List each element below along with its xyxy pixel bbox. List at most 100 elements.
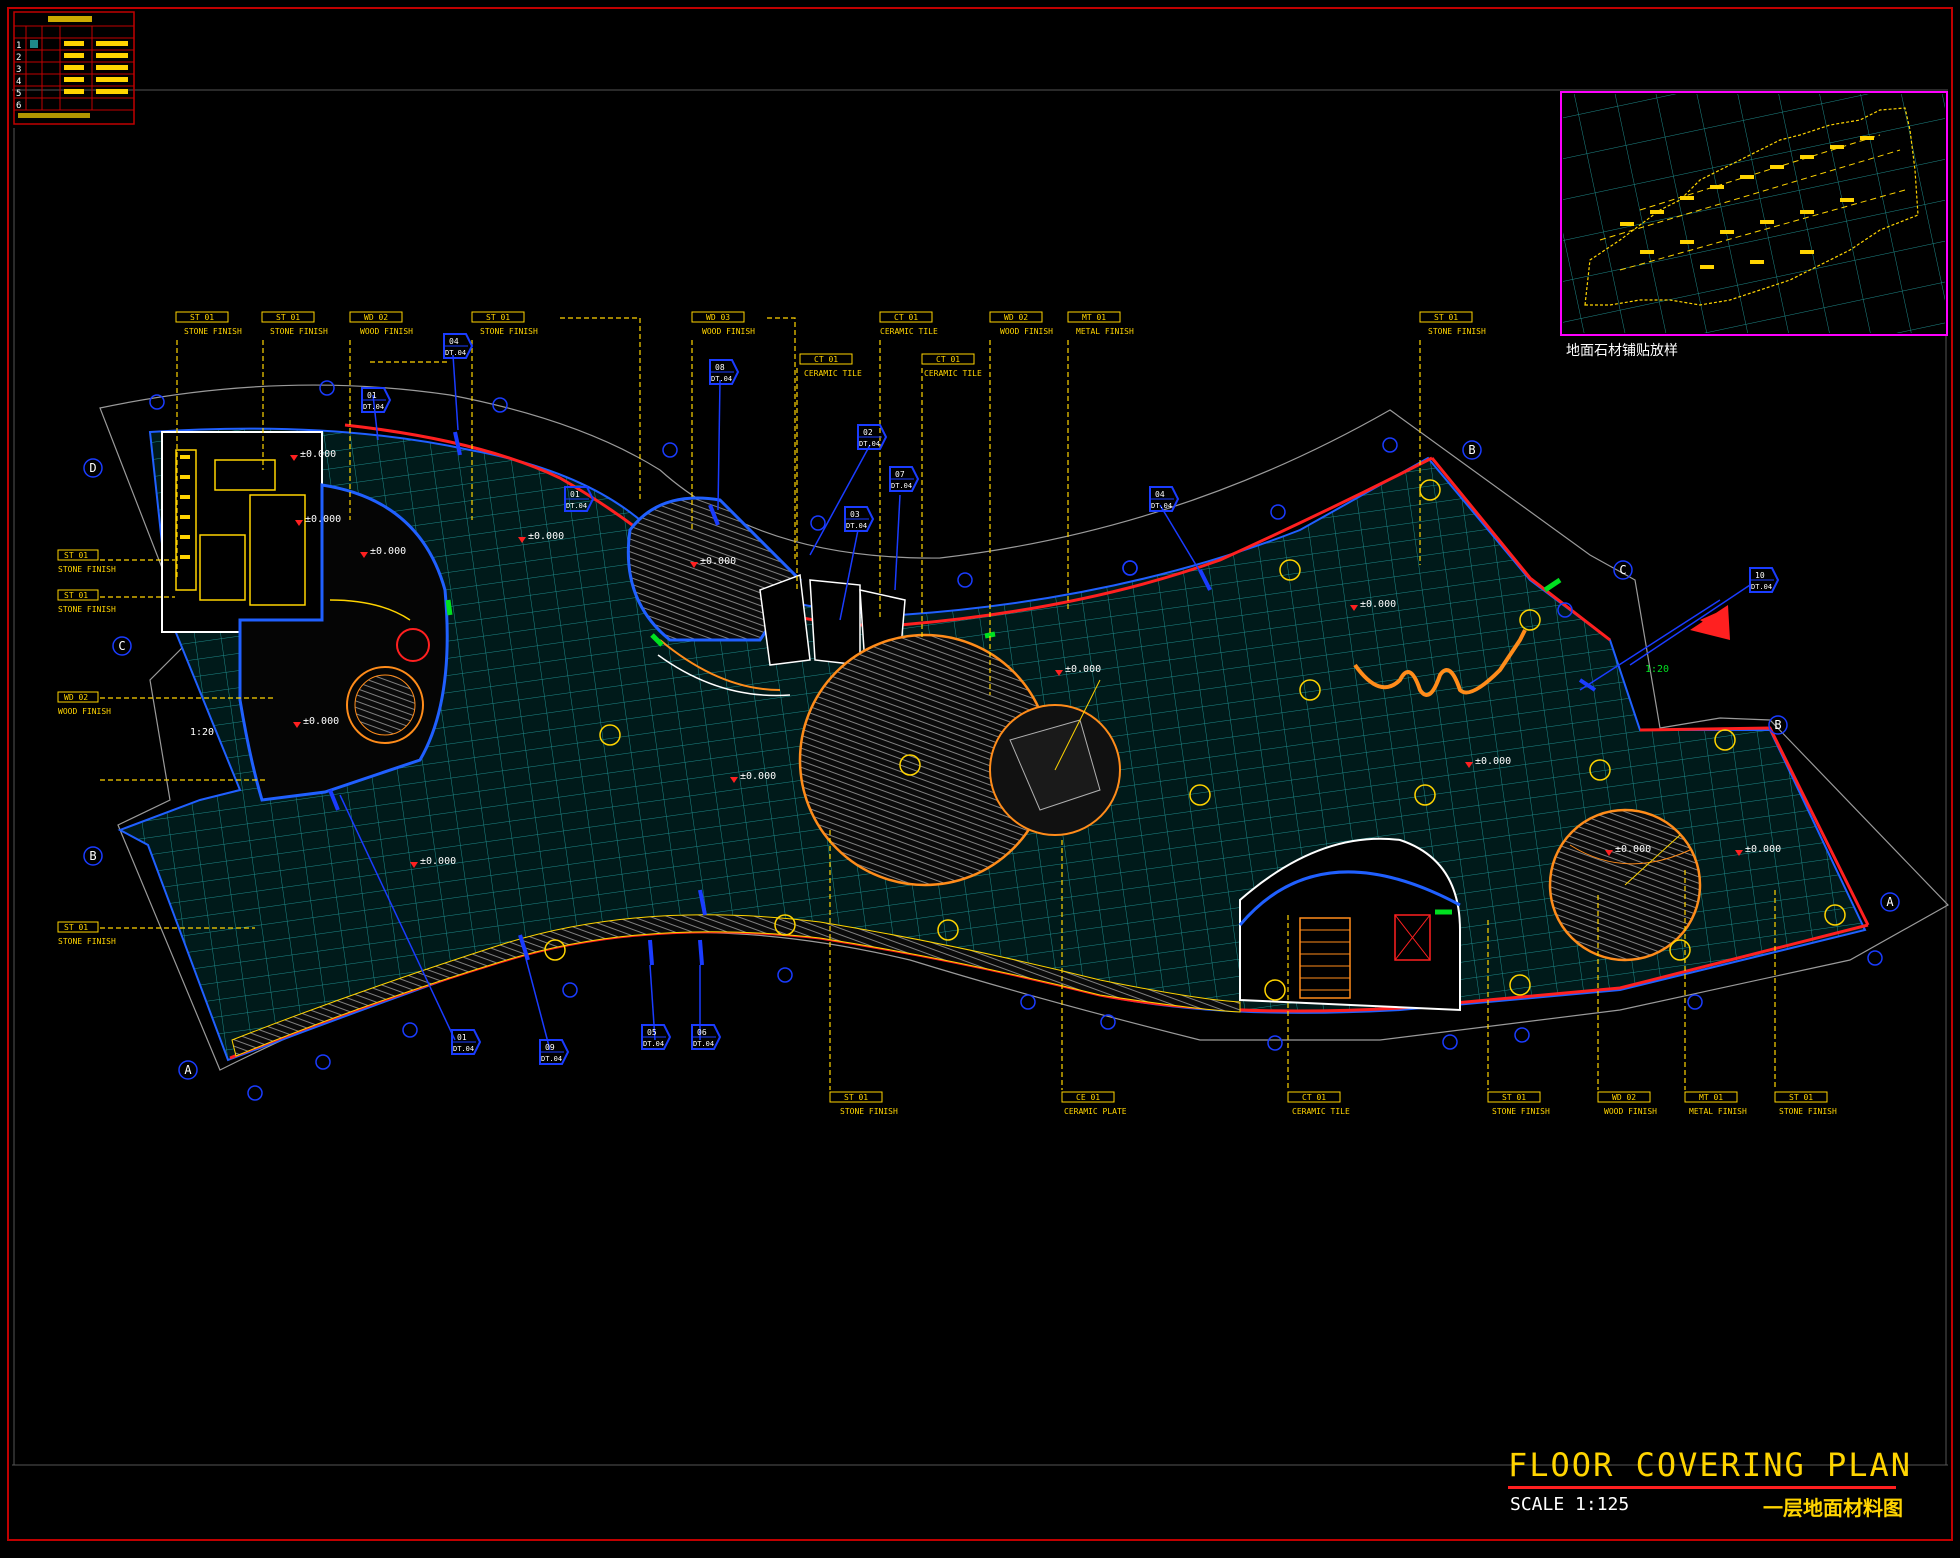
drawing-scale: SCALE 1:125: [1510, 1494, 1630, 1515]
entrance-arrow: [1690, 605, 1730, 640]
material-code: WD 02: [1004, 313, 1028, 322]
detail-tag-sheet: DT.04: [1751, 583, 1772, 591]
material-code: CT 01: [1302, 1093, 1326, 1102]
grid-bubble-label: C: [118, 639, 125, 653]
legend-table: 1 2 3 4 5 6: [13, 11, 135, 125]
material-label: STONE FINISH: [58, 937, 116, 946]
detail-tag-sheet: DT.04: [453, 1045, 474, 1053]
west-rooms: [161, 431, 323, 633]
level-marks: ±0.000 ±0.000 ±0.000 ±0.000 ±0.000 ±0.00…: [290, 449, 1781, 868]
material-code: ST 01: [1502, 1093, 1526, 1102]
level-text: ±0.000: [1065, 664, 1101, 675]
material-label: STONE FINISH: [1492, 1107, 1550, 1116]
grid-bubble-label: A: [184, 1063, 192, 1077]
ceiling-markers: [149, 380, 1883, 1101]
material-label: STONE FINISH: [58, 565, 116, 574]
grid-bubbles: D C B A B C B A: [83, 440, 1900, 1080]
level-text: ±0.000: [305, 514, 341, 525]
material-label: CERAMIC TILE: [1292, 1107, 1350, 1116]
detail-tag-sheet: DT.04: [711, 375, 732, 383]
detail-tag-num: 04: [1155, 490, 1165, 499]
detail-tag-num: 05: [647, 1028, 657, 1037]
title-underline: [1508, 1486, 1896, 1489]
green-wall-marks: [445, 577, 1562, 915]
material-code: MT 01: [1082, 313, 1106, 322]
material-label: CERAMIC TILE: [880, 327, 938, 336]
material-label: WOOD FINISH: [58, 707, 111, 716]
level-text: ±0.000: [528, 531, 564, 542]
legend-row-num: 6: [16, 101, 21, 111]
level-text: ±0.000: [1745, 844, 1781, 855]
detail-tag-num: 07: [895, 470, 905, 479]
material-label: WOOD FINISH: [702, 327, 755, 336]
material-label: WOOD FINISH: [360, 327, 413, 336]
detail-tag-num: 01: [570, 490, 580, 499]
material-code: CE 01: [1076, 1093, 1100, 1102]
material-label: STONE FINISH: [840, 1107, 898, 1116]
detail-tag-sheet: DT.04: [363, 403, 384, 411]
material-label: STONE FINISH: [270, 327, 328, 336]
detail-tag-sheet: DT.04: [891, 482, 912, 490]
level-text: ±0.000: [303, 716, 339, 727]
legend-row-num: 5: [16, 89, 21, 99]
material-code: ST 01: [844, 1093, 868, 1102]
inset-caption: 地面石材铺贴放样: [1566, 343, 1678, 359]
detail-tag-num: 01: [367, 391, 377, 400]
drawing-title: FLOOR COVERING PLAN: [1508, 1446, 1913, 1484]
material-code: WD 02: [64, 693, 88, 702]
level-text: ±0.000: [1475, 756, 1511, 767]
detail-tag-sheet: DT.04: [1151, 502, 1172, 510]
legend-row-num: 3: [16, 65, 21, 75]
material-code: CT 01: [894, 313, 918, 322]
material-code: CT 01: [814, 355, 838, 364]
north-wedge-room: [626, 496, 802, 642]
material-code: ST 01: [276, 313, 300, 322]
level-text: ±0.000: [420, 856, 456, 867]
grid-bubble-label: B: [89, 849, 96, 863]
detail-tag-num: 01: [457, 1033, 467, 1042]
material-code: CT 01: [936, 355, 960, 364]
material-label: WOOD FINISH: [1000, 327, 1053, 336]
inset-stone-layout: [1560, 91, 1948, 336]
material-code: ST 01: [1434, 313, 1458, 322]
detail-tag-num: 03: [850, 510, 860, 519]
material-label: WOOD FINISH: [1604, 1107, 1657, 1116]
material-label: CERAMIC TILE: [804, 369, 862, 378]
north-small-rooms: [759, 573, 906, 666]
scale-note-right: 1:20: [1645, 664, 1669, 675]
level-text: ±0.000: [1615, 844, 1651, 855]
detail-tag-num: 08: [715, 363, 725, 372]
detail-tag-num: 06: [697, 1028, 707, 1037]
detail-tag-sheet: DT.04: [566, 502, 587, 510]
west-round-feature-inner: [354, 674, 416, 736]
grid-bubble-label: C: [1619, 563, 1626, 577]
orange-ramp: [1353, 629, 1527, 697]
sheet-border: [7, 7, 1953, 1541]
material-label: STONE FINISH: [184, 327, 242, 336]
legend-row-num: 2: [16, 53, 21, 63]
material-tags-top: ST 01 STONE FINISH ST 01 STONE FINISH WD 0…: [175, 311, 1486, 378]
leader-lines: [100, 317, 1776, 1090]
west-small-circle: [396, 628, 430, 662]
grid-bubble-label: B: [1468, 443, 1475, 457]
material-label: METAL FINISH: [1076, 327, 1134, 336]
detail-tag-num: 04: [449, 337, 459, 346]
detail-leaders: [339, 354, 1751, 1051]
material-label: CERAMIC PLATE: [1064, 1107, 1127, 1116]
material-code: WD 02: [364, 313, 388, 322]
scale-note-left: 1:20: [190, 727, 214, 738]
material-label: CERAMIC TILE: [924, 369, 982, 378]
material-code: WD 03: [706, 313, 730, 322]
grid-bubble-label: D: [89, 461, 96, 475]
